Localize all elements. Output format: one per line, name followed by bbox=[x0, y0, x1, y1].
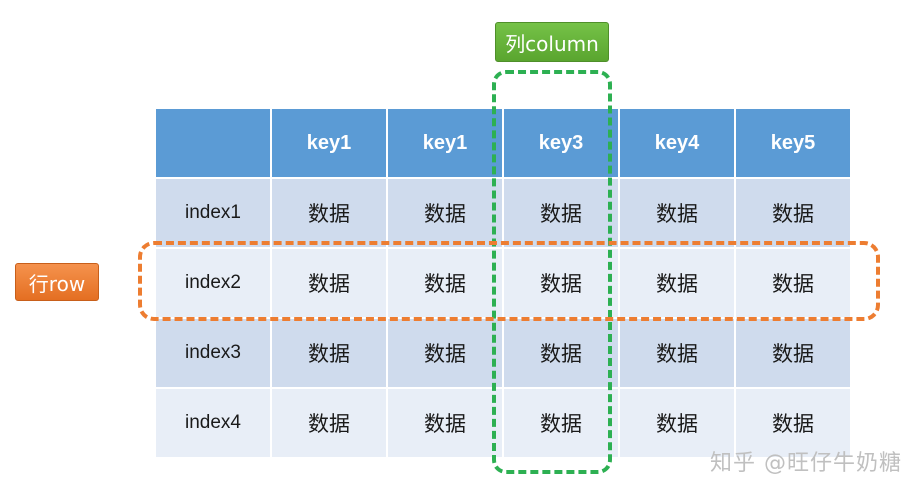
table-cell: 数据 bbox=[504, 249, 618, 317]
table-cell: 数据 bbox=[736, 319, 850, 387]
table-cell: 数据 bbox=[736, 389, 850, 457]
table-cell: 数据 bbox=[504, 179, 618, 247]
column-header: key1 bbox=[388, 109, 502, 177]
table-cell: 数据 bbox=[272, 179, 386, 247]
table-cell: 数据 bbox=[388, 389, 502, 457]
column-callout-label: 列column bbox=[495, 22, 609, 62]
table-cell: 数据 bbox=[736, 249, 850, 317]
column-header: key4 bbox=[620, 109, 734, 177]
table-cell: 数据 bbox=[272, 389, 386, 457]
table-cell: 数据 bbox=[620, 319, 734, 387]
column-header: key1 bbox=[272, 109, 386, 177]
row-index-label: index1 bbox=[156, 179, 270, 247]
row-index-label: index3 bbox=[156, 319, 270, 387]
data-table: key1 key1 key3 key4 key5 index1 数据 数据 数据… bbox=[156, 109, 850, 457]
column-header: key5 bbox=[736, 109, 850, 177]
table-cell: 数据 bbox=[272, 249, 386, 317]
table-cell: 数据 bbox=[272, 319, 386, 387]
table-cell: 数据 bbox=[504, 319, 618, 387]
table-cell: 数据 bbox=[620, 249, 734, 317]
table-cell: 数据 bbox=[504, 389, 618, 457]
row-index-label: index2 bbox=[156, 249, 270, 317]
table-cell: 数据 bbox=[388, 179, 502, 247]
watermark-text: 知乎 @旺仔牛奶糖 bbox=[710, 451, 902, 476]
column-header: key3 bbox=[504, 109, 618, 177]
row-index-label: index4 bbox=[156, 389, 270, 457]
table-cell: 数据 bbox=[620, 389, 734, 457]
table-cell: 数据 bbox=[388, 249, 502, 317]
table-cell: 数据 bbox=[388, 319, 502, 387]
table-cell: 数据 bbox=[736, 179, 850, 247]
table-corner-cell bbox=[156, 109, 270, 177]
table-cell: 数据 bbox=[620, 179, 734, 247]
row-callout-label: 行row bbox=[15, 263, 99, 301]
